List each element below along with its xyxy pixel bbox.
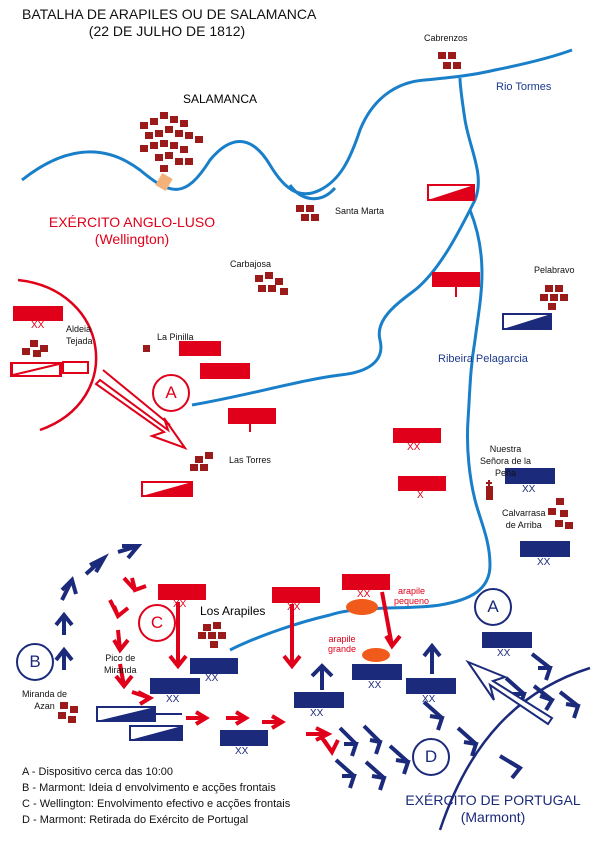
marker-b: B	[16, 643, 54, 681]
french-envelopment-arrows	[54, 544, 143, 670]
unit-label: XX	[407, 442, 421, 453]
allied-hollow-arrow	[94, 378, 188, 451]
unit-label: XX	[310, 708, 324, 719]
french-army-commander: (Marmont)	[460, 809, 526, 825]
river-tormes-loop	[288, 184, 337, 200]
french-hollow-arrow	[465, 659, 554, 726]
town-las-torres	[190, 452, 213, 471]
label-aldeia-tejada: Aldeia Tejada	[66, 324, 93, 346]
allied-army-label: EXÉRCITO ANGLO-LUSO (Wellington)	[37, 214, 227, 248]
label-cabrenzos: Cabrenzos	[424, 33, 468, 43]
arapile-pequeno-hill	[346, 599, 378, 615]
french-arc	[438, 666, 591, 831]
town-santa-marta	[296, 205, 319, 221]
label-las-torres: Las Torres	[229, 455, 271, 465]
label-calvarrasa: Calvarrasa de Arriba	[502, 508, 546, 530]
unit-label: XX	[173, 599, 187, 610]
unit-label: XX	[357, 589, 371, 600]
legend: A - Dispositivo cerca das 10:00 B - Marm…	[22, 764, 290, 828]
river-tormes	[21, 48, 573, 196]
french-retreat-arrows	[310, 642, 581, 791]
label-rio-tormes: Rio Tormes	[496, 81, 552, 93]
label-santa-marta: Santa Marta	[335, 206, 385, 216]
french-army-name: EXÉRCITO DE PORTUGAL	[405, 792, 581, 808]
french-units	[96, 313, 570, 746]
title-line-2: (22 DE JULHO DE 1812)	[88, 23, 246, 39]
label-arapile-pequeno: arapile pequeno	[394, 586, 430, 606]
unit-label: XX	[205, 673, 219, 684]
title-line-1: BATALHA DE ARAPILES OU DE SALAMANCA	[22, 6, 317, 22]
allied-arc	[17, 278, 98, 432]
marker-d: D	[412, 738, 450, 776]
town-los-arapiles	[198, 622, 226, 648]
unit-label: X	[417, 490, 424, 501]
label-arapile-grande: arapile grande	[328, 634, 357, 654]
salamanca-bridge	[155, 172, 173, 192]
label-miranda-azan: Miranda de Azan	[22, 689, 68, 711]
label-ribeira-pelagarcia: Ribeira Pelagarcia	[438, 353, 528, 365]
legend-item-b: B - Marmont: Ideia d envolvimento e acçõ…	[22, 782, 276, 794]
label-la-pinilla: La Pinilla	[157, 332, 194, 342]
allied-units	[10, 184, 480, 603]
label-nuestra-senora: Nuestra Señora de la Peña	[480, 444, 532, 478]
marker-a-allied: A	[152, 374, 190, 412]
river-pelagarcia-branch	[229, 209, 492, 652]
town-aldeia-tejada	[22, 340, 48, 357]
town-miranda-azan	[58, 702, 78, 723]
river-pelagarcia	[191, 77, 480, 407]
label-pico-miranda: Pico de Miranda	[104, 653, 137, 675]
unit-label: XX	[31, 320, 45, 331]
allied-army-name: EXÉRCITO ANGLO-LUSO	[48, 214, 216, 230]
allied-army-commander: (Wellington)	[94, 231, 170, 247]
town-calvarrasa	[548, 498, 573, 529]
unit-label: XX	[422, 694, 436, 705]
french-army-label: EXÉRCITO DE PORTUGAL (Marmont)	[398, 792, 588, 826]
town-salamanca	[140, 112, 203, 172]
town-carbajosa	[255, 272, 288, 295]
marker-c: C	[138, 604, 176, 642]
town-cabrenzos	[438, 52, 461, 69]
arapile-grande-hill	[362, 648, 390, 662]
town-pelabravo	[540, 285, 568, 310]
unit-label: XX	[497, 648, 511, 659]
allied-attack-arrows	[108, 576, 402, 756]
marker-a-french: A	[474, 588, 512, 626]
legend-item-a: A - Dispositivo cerca das 10:00	[22, 766, 174, 778]
unit-label: XX	[537, 557, 551, 568]
legend-item-c: C - Wellington: Envolvimento efectivo e …	[22, 798, 291, 810]
town-nuestra-senora	[486, 480, 493, 500]
label-carbajosa: Carbajosa	[230, 259, 272, 269]
town-la-pinilla	[143, 345, 150, 352]
map-title: BATALHA DE ARAPILES OU DE SALAMANCA (22 …	[22, 6, 317, 40]
label-salamanca: SALAMANCA	[183, 92, 258, 106]
unit-label: XX	[235, 746, 249, 757]
unit-label: XX	[287, 602, 301, 613]
unit-label: XX	[522, 484, 536, 495]
label-los-arapiles: Los Arapiles	[200, 604, 266, 618]
legend-item-d: D - Marmont: Retirada do Exército de Por…	[22, 814, 249, 826]
unit-label: XX	[166, 694, 180, 705]
label-pelabravo: Pelabravo	[534, 265, 575, 275]
unit-label: XX	[368, 680, 382, 691]
